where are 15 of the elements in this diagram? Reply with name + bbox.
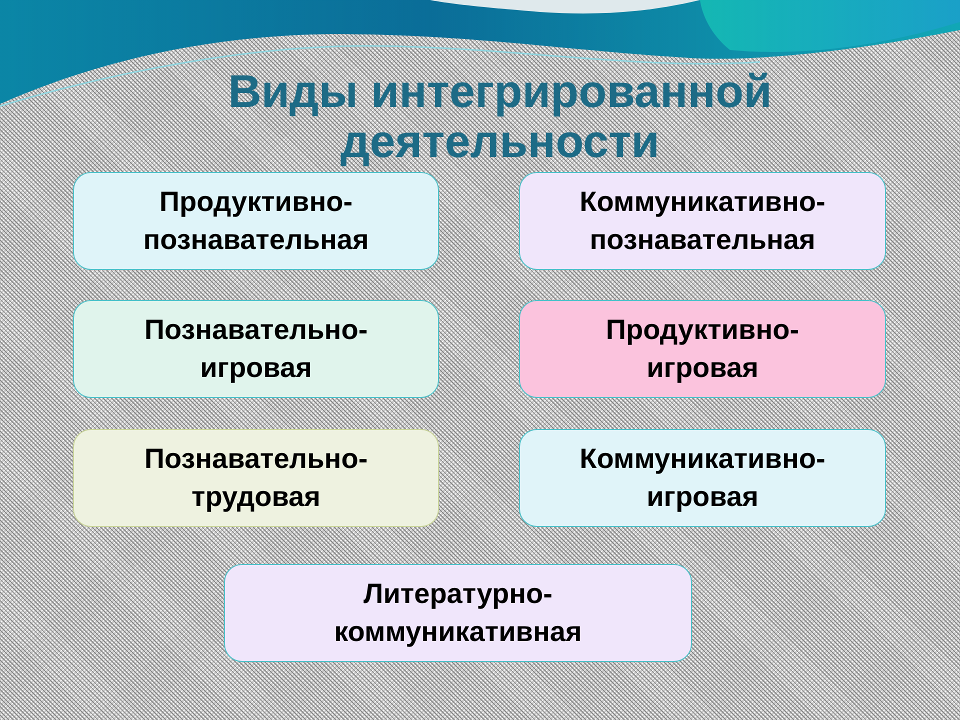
rounded-box (73, 172, 439, 270)
box-label: Продуктивно-игровая (604, 313, 800, 385)
box-label: Коммуникативно-познавательная (578, 185, 826, 257)
box-label: Познавательно-трудовая (143, 442, 369, 514)
rounded-box (519, 172, 886, 270)
rounded-box (519, 429, 886, 527)
box-label: Литературно-коммуникативная (333, 577, 583, 649)
rounded-box (224, 564, 692, 662)
box-label: Познавательно-игровая (143, 313, 369, 385)
rounded-box (519, 300, 886, 398)
title: Виды интегрированной деятельности (227, 66, 773, 166)
rounded-box (73, 300, 439, 398)
box-label: Продуктивно-познавательная (142, 185, 370, 257)
box-label: Коммуникативно-игровая (578, 442, 826, 514)
rounded-box (73, 429, 439, 527)
